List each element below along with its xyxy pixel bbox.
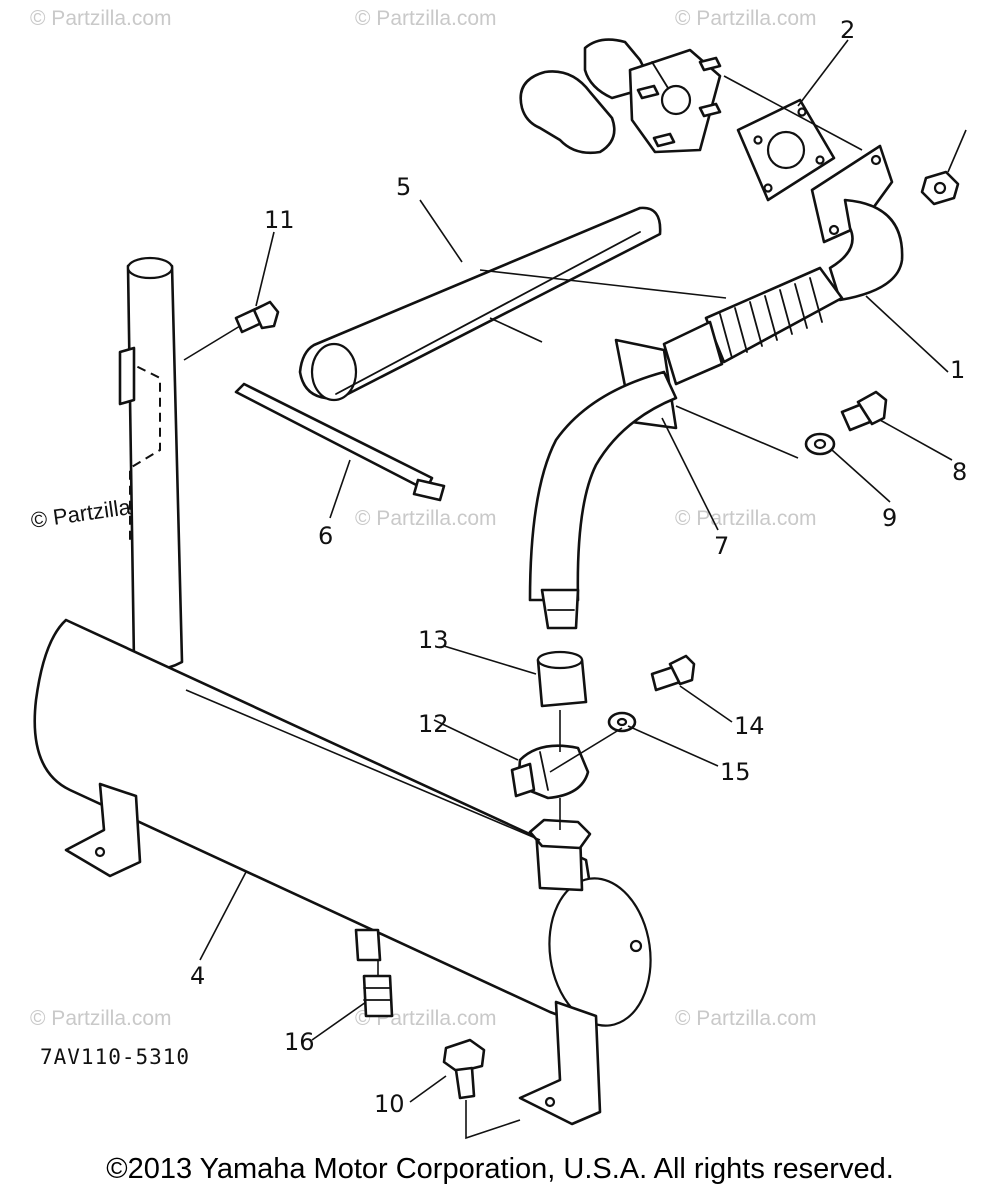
part-14-bolt [650, 654, 696, 692]
callout-7: 7 [714, 532, 729, 560]
callout-13: 13 [418, 626, 449, 654]
part-9-washer [804, 432, 836, 456]
callout-10: 10 [374, 1090, 405, 1118]
watermark: © Partzilla.com [355, 507, 497, 530]
part-5-heat-protector [298, 206, 662, 402]
watermark: © Partzilla.com [675, 1007, 817, 1030]
part-11-bolt [234, 300, 280, 334]
part-16-plug [362, 974, 394, 1018]
callout-2: 2 [840, 16, 855, 44]
part-2-gasket [736, 98, 836, 202]
callout-8: 8 [952, 458, 967, 486]
callout-14: 14 [734, 712, 765, 740]
part-13-sleeve [536, 650, 588, 708]
callout-6: 6 [318, 522, 333, 550]
leader-lines [183, 39, 967, 1140]
watermark: © Partzilla.com [675, 7, 817, 30]
drawing-code: 7AV110-5310 [40, 1045, 190, 1069]
part-4-muffler [33, 256, 652, 1126]
engine-exhaust-port [519, 38, 722, 155]
watermark: © Partzilla.com [355, 7, 497, 30]
part-6-band [234, 382, 446, 502]
part-15-washer [607, 711, 637, 733]
callout-4: 4 [190, 962, 205, 990]
watermark: © Partzilla.com [675, 507, 817, 530]
callout-5: 5 [396, 173, 411, 201]
callout-9: 9 [882, 504, 897, 532]
callout-16: 16 [284, 1028, 315, 1056]
callouts: 2 5 11 1 8 9 7 6 13 12 14 15 4 16 10 7AV… [40, 16, 967, 1118]
part-10-bolt [442, 1038, 486, 1100]
part-3-nut [920, 170, 960, 206]
watermark: © Partzilla.com [30, 1007, 172, 1030]
callout-11: 11 [264, 206, 295, 234]
copyright-notice: ©2013 Yamaha Motor Corporation, U.S.A. A… [106, 1153, 894, 1185]
callout-12: 12 [418, 710, 449, 738]
part-1-exhaust-pipe [528, 144, 904, 630]
part-8-bolt [840, 390, 888, 432]
watermark: © Partzilla.com [30, 7, 172, 30]
callout-1: 1 [950, 356, 965, 384]
callout-15: 15 [720, 758, 751, 786]
